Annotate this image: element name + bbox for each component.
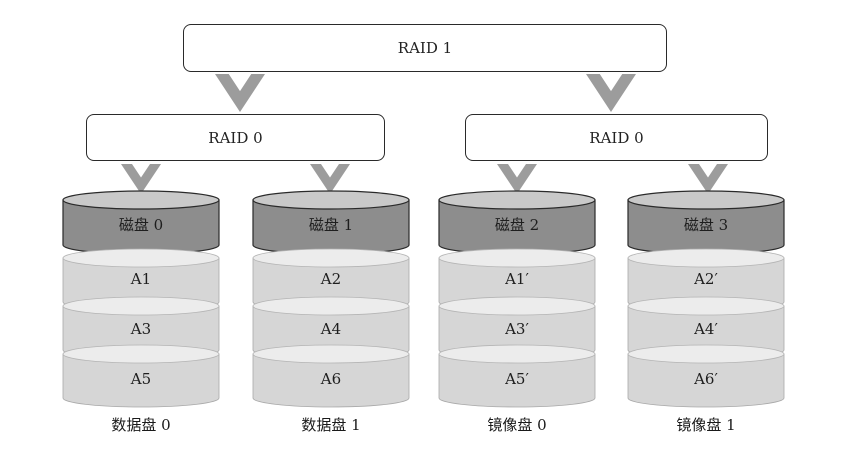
raid0-left-label: RAID 0 (208, 128, 263, 147)
down-arrow-icon (688, 164, 728, 194)
down-arrow-icon (497, 164, 537, 194)
raid1-box: RAID 1 (183, 24, 667, 72)
disk-block-segment (627, 248, 785, 312)
disk-cylinder-1 (252, 190, 410, 408)
down-arrow-icon (215, 74, 265, 112)
block-label: A6′ (694, 370, 718, 388)
disk-name-label: 磁盘 3 (683, 216, 729, 234)
disk-header-segment (627, 190, 785, 255)
block-label: A3 (130, 320, 152, 338)
disk-block-segment (627, 344, 785, 408)
down-arrow-icon (121, 164, 161, 194)
disk-block-segment (252, 344, 410, 408)
disk-block-segment (438, 344, 596, 408)
disk-block-segment (252, 248, 410, 312)
disk-caption: 数据盘 1 (301, 416, 361, 434)
raid0-left-box: RAID 0 (86, 114, 385, 161)
disk-header-segment (438, 190, 596, 255)
disk-header-segment (62, 190, 220, 255)
disk-name-label: 磁盘 2 (494, 216, 540, 234)
disk-caption: 镜像盘 1 (676, 416, 736, 434)
disk-block-segment (438, 248, 596, 312)
disk-block-segment (438, 296, 596, 360)
block-label: A6 (320, 370, 342, 388)
disks-layer (62, 190, 785, 408)
block-label: A3′ (505, 320, 529, 338)
block-label: A2 (320, 270, 342, 288)
block-label: A2′ (694, 270, 718, 288)
raid0-right-label: RAID 0 (589, 128, 644, 147)
raid0-right-box: RAID 0 (465, 114, 768, 161)
disk-cylinder-2 (438, 190, 596, 408)
down-arrow-icon (586, 74, 636, 112)
block-label: A1 (130, 270, 152, 288)
block-label: A1′ (505, 270, 529, 288)
block-label: A5 (130, 370, 152, 388)
disk-stack-0: 磁盘 0 A1 A3 A5 (63, 192, 219, 402)
disk-block-segment (62, 296, 220, 360)
disk-name-label: 磁盘 0 (118, 216, 164, 234)
disk-caption: 数据盘 0 (111, 416, 171, 434)
block-label: A5′ (505, 370, 529, 388)
disk-stack-3: 磁盘 3 A2′ A4′ A6′ (628, 192, 784, 402)
disk-header-segment (252, 190, 410, 255)
disk-caption: 镜像盘 0 (487, 416, 547, 434)
block-label: A4 (320, 320, 342, 338)
disk-cylinder-0 (62, 190, 220, 408)
disk-stack-2: 磁盘 2 A1′ A3′ A5′ (439, 192, 595, 402)
disk-block-segment (62, 344, 220, 408)
disk-name-label: 磁盘 1 (308, 216, 354, 234)
disk-block-segment (252, 296, 410, 360)
disk-cylinder-3 (627, 190, 785, 408)
down-arrow-icon (310, 164, 350, 194)
arrows-layer (121, 74, 728, 194)
block-label: A4′ (694, 320, 718, 338)
disk-stack-1: 磁盘 1 A2 A4 A6 (253, 192, 409, 402)
raid1-label: RAID 1 (397, 39, 453, 57)
